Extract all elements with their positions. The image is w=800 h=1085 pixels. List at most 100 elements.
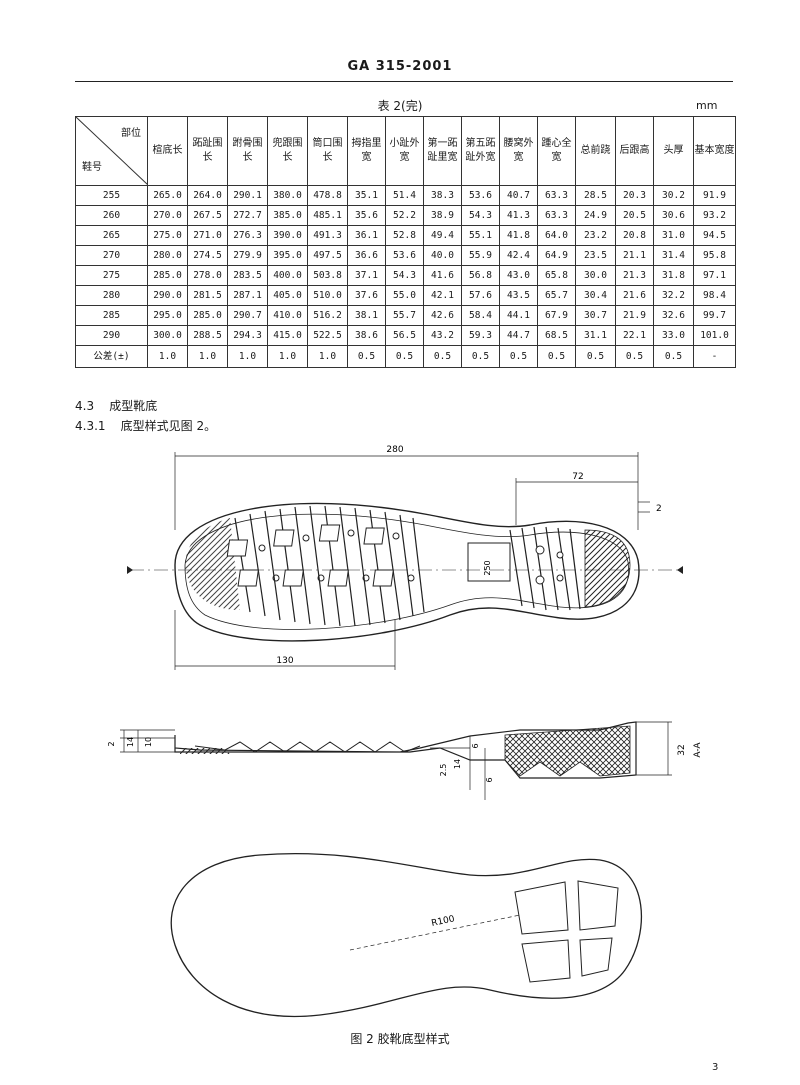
section-arrow-right [677, 566, 683, 574]
dim-forepart: 130 [276, 656, 293, 666]
value-cell: 52.8 [385, 225, 424, 246]
value-cell: 42.6 [423, 305, 462, 326]
tolerance-cell: - [693, 345, 736, 368]
value-cell: 41.3 [499, 205, 538, 226]
value-cell: 20.3 [615, 185, 654, 206]
section-label: A-A [693, 742, 703, 758]
value-cell: 43.5 [499, 285, 538, 306]
column-header: 第一跖趾里宽 [423, 116, 462, 186]
value-cell: 52.2 [385, 205, 424, 226]
value-cell: 53.6 [385, 245, 424, 266]
value-cell: 275.0 [147, 225, 188, 246]
column-header: 拇指里宽 [347, 116, 386, 186]
value-cell: 405.0 [267, 285, 308, 306]
value-cell: 30.4 [575, 285, 616, 306]
table-unit: mm [696, 99, 718, 112]
value-cell: 32.2 [653, 285, 694, 306]
value-cell: 43.2 [423, 325, 462, 346]
dim-2: 2 [107, 741, 116, 746]
value-cell: 51.4 [385, 185, 424, 206]
figure-caption: 图 2 胶靴底型样式 [350, 1032, 450, 1046]
size-cell: 275 [75, 265, 148, 286]
value-cell: 97.1 [693, 265, 736, 286]
value-cell: 44.7 [499, 325, 538, 346]
corner-diagonal [76, 117, 148, 185]
value-cell: 53.6 [461, 185, 500, 206]
value-cell: 63.3 [537, 185, 576, 206]
value-cell: 42.4 [499, 245, 538, 266]
value-cell: 31.0 [653, 225, 694, 246]
tolerance-cell: 1.0 [147, 345, 188, 368]
section-4-3: 4.3 成型靴底 [75, 395, 157, 414]
value-cell: 510.0 [307, 285, 348, 306]
value-cell: 64.0 [537, 225, 576, 246]
tolerance-cell: 0.5 [537, 345, 576, 368]
value-cell: 290.0 [147, 285, 188, 306]
value-cell: 55.0 [385, 285, 424, 306]
column-header: 兜跟围长 [267, 116, 308, 186]
value-cell: 283.5 [227, 265, 268, 286]
section-arrow-left [127, 566, 133, 574]
value-cell: 38.6 [347, 325, 386, 346]
value-cell: 67.9 [537, 305, 576, 326]
value-cell: 49.4 [423, 225, 462, 246]
value-cell: 101.0 [693, 325, 736, 346]
tolerance-cell: 1.0 [267, 345, 308, 368]
value-cell: 31.8 [653, 265, 694, 286]
dimension-lines-top [174, 452, 650, 670]
size-cell: 260 [75, 205, 148, 226]
column-header: 头厚 [653, 116, 694, 186]
size-cell: 290 [75, 325, 148, 346]
value-cell: 30.0 [575, 265, 616, 286]
standard-number: GA 315-2001 [347, 59, 453, 74]
value-cell: 65.8 [537, 265, 576, 286]
value-cell: 270.0 [147, 205, 188, 226]
value-cell: 40.0 [423, 245, 462, 266]
value-cell: 95.8 [693, 245, 736, 266]
value-cell: 58.4 [461, 305, 500, 326]
size-cell: 285 [75, 305, 148, 326]
value-cell: 65.7 [537, 285, 576, 306]
value-cell: 267.5 [187, 205, 228, 226]
size-cell: 280 [75, 285, 148, 306]
column-header: 后跟高 [615, 116, 654, 186]
column-header: 跖趾围长 [187, 116, 228, 186]
header-rule [75, 81, 733, 82]
table-header-row: 部位 鞋号 楦底长跖趾围长跗骨围长兜跟围长筒口围长拇指里宽小趾外宽第一跖趾里宽第… [75, 116, 736, 186]
value-cell: 40.7 [499, 185, 538, 206]
value-cell: 35.6 [347, 205, 386, 226]
page-number: 3 [712, 1062, 719, 1073]
value-cell: 30.2 [653, 185, 694, 206]
dimension-lines-side [120, 721, 672, 800]
tolerance-cell: 1.0 [187, 345, 228, 368]
value-cell: 68.5 [537, 325, 576, 346]
value-cell: 23.5 [575, 245, 616, 266]
value-cell: 20.8 [615, 225, 654, 246]
value-cell: 290.1 [227, 185, 268, 206]
tolerance-cell: 0.5 [615, 345, 654, 368]
column-header: 楦底长 [147, 116, 188, 186]
value-cell: 478.8 [307, 185, 348, 206]
value-cell: 23.2 [575, 225, 616, 246]
value-cell: 38.1 [347, 305, 386, 326]
value-cell: 35.1 [347, 185, 386, 206]
column-header: 第五跖趾外宽 [461, 116, 500, 186]
value-cell: 516.2 [307, 305, 348, 326]
column-header: 总前跷 [575, 116, 616, 186]
value-cell: 410.0 [267, 305, 308, 326]
dim-6b: 6 [485, 777, 494, 782]
value-cell: 54.3 [385, 265, 424, 286]
size-cell: 270 [75, 245, 148, 266]
dim-2-5: 2.5 [439, 764, 448, 777]
value-cell: 21.1 [615, 245, 654, 266]
tolerance-cell: 1.0 [307, 345, 348, 368]
value-cell: 22.1 [615, 325, 654, 346]
tolerance-cell: 0.5 [347, 345, 386, 368]
tolerance-cell: 0.5 [385, 345, 424, 368]
tolerance-cell: 0.5 [423, 345, 462, 368]
column-header: 基本宽度 [693, 116, 736, 186]
corner-bottom-label: 鞋号 [82, 162, 102, 173]
